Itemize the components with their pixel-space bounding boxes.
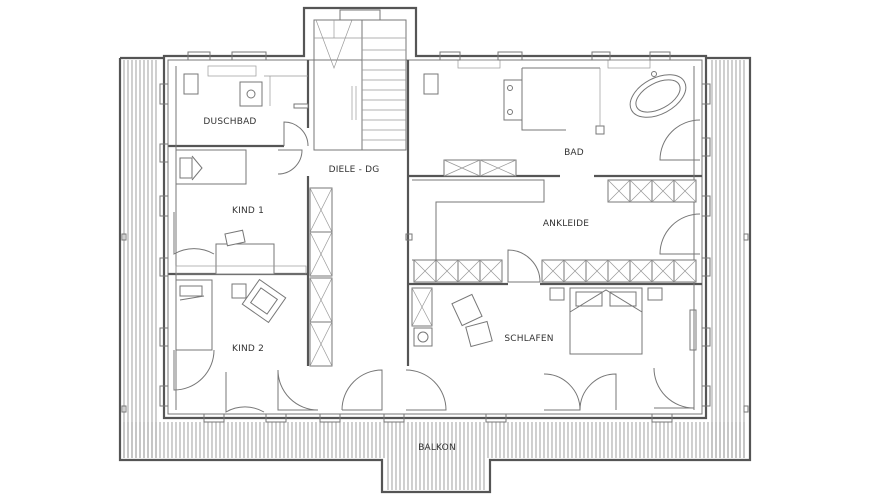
windows xyxy=(121,51,749,423)
room-label-ankleide: ANKLEIDE xyxy=(543,219,589,229)
room-label-balkon: BALKON xyxy=(418,443,456,453)
room-label-duschbad: DUSCHBAD xyxy=(203,117,256,127)
staircase xyxy=(313,9,407,151)
room-label-diele: DIELE - DG xyxy=(329,165,380,175)
room-label-bad: BAD xyxy=(564,148,584,158)
room-label-schlafen: SCHLAFEN xyxy=(504,334,553,344)
room-label-kind1: KIND 1 xyxy=(232,206,264,216)
inner-wall-line xyxy=(167,59,703,415)
deck-outline xyxy=(118,56,752,494)
interior-walls xyxy=(168,60,702,410)
balcony-deck xyxy=(123,60,745,490)
outer-wall xyxy=(162,6,708,420)
wardrobes xyxy=(309,159,697,367)
furniture xyxy=(175,59,687,355)
doors xyxy=(173,119,701,413)
room-label-kind2: KIND 2 xyxy=(232,344,264,354)
